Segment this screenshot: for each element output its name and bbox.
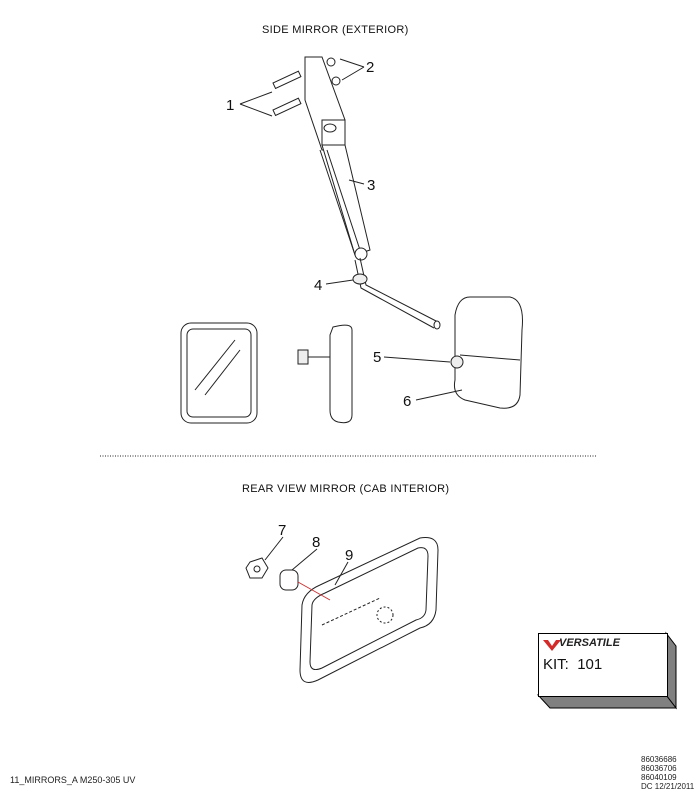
interior-nut xyxy=(245,557,269,579)
versatile-logo-icon xyxy=(543,640,561,651)
callout-7: 7 xyxy=(278,522,286,539)
callout-3: 3 xyxy=(367,177,375,194)
mirror-housing xyxy=(450,296,523,409)
kit-label-box: VERSATILE KIT: 101 xyxy=(538,633,668,697)
date-line: DC 12/21/2011 xyxy=(641,782,695,791)
callout-4: 4 xyxy=(314,277,322,294)
side-mirror-title: SIDE MIRROR (EXTERIOR) xyxy=(262,24,409,36)
drawing-id: 11_MIRRORS_A M250-305 UV xyxy=(10,775,136,785)
callout-5: 5 xyxy=(373,349,381,366)
callout-2: 2 xyxy=(366,59,374,76)
rear-mirror-title: REAR VIEW MIRROR (CAB INTERIOR) xyxy=(242,483,450,495)
callout-1: 1 xyxy=(226,97,234,114)
callout-9: 9 xyxy=(345,547,353,564)
part-number: 86036686 xyxy=(641,755,677,764)
part-number: 86040109 xyxy=(641,773,677,782)
interior-spacer xyxy=(279,569,299,591)
callout-8: 8 xyxy=(312,534,320,551)
part-number: 86036706 xyxy=(641,764,677,773)
leader-lines xyxy=(239,58,463,586)
kit-label: KIT: xyxy=(543,656,569,673)
mirror-arm-bracket xyxy=(304,56,441,330)
kit-value: 101 xyxy=(577,656,603,673)
kit-brand: VERSATILE xyxy=(559,637,620,649)
bolts xyxy=(272,70,302,117)
mirror-glass xyxy=(180,322,258,424)
knob xyxy=(352,273,368,285)
interior-mirror xyxy=(299,537,439,683)
part-numbers: 86036686 86036706 86040109 DC 12/21/2011 xyxy=(641,755,694,791)
callout-6: 6 xyxy=(403,393,411,410)
nuts xyxy=(326,57,341,86)
mirror-back-plate xyxy=(297,324,353,424)
kit-number: KIT: 101 xyxy=(543,656,602,673)
